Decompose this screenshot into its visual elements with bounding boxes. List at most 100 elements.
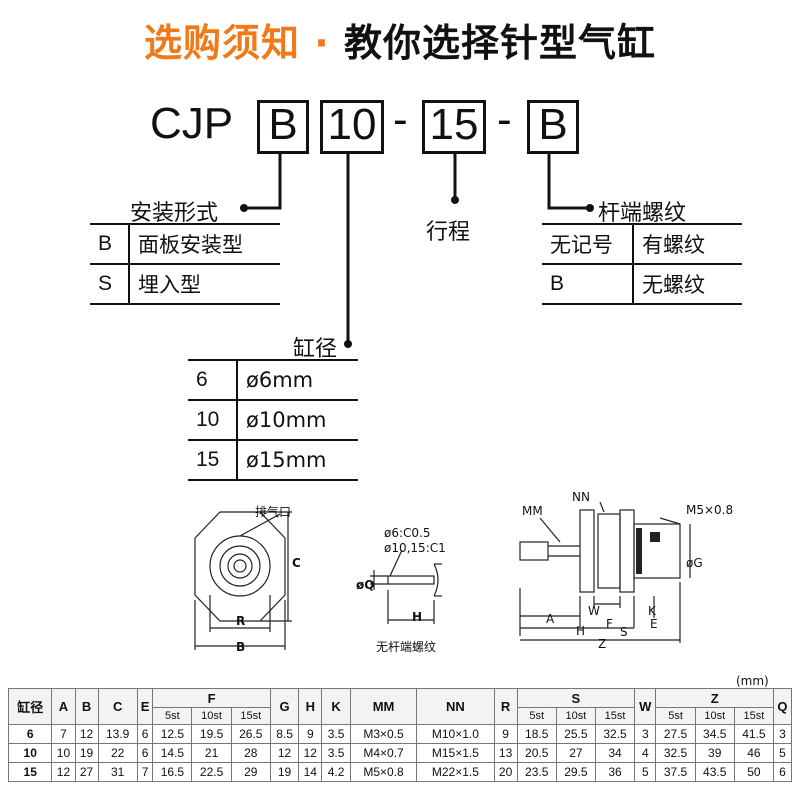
table-row: 6 ø6mm <box>188 359 358 401</box>
connector-lines <box>240 152 594 348</box>
rod-end-drawing <box>370 550 442 624</box>
table-cell: 19 <box>74 743 99 763</box>
bore-desc: ø15mm <box>237 439 358 481</box>
dim-f-label: F <box>606 617 613 631</box>
table-cell: 12 <box>51 762 76 782</box>
table-cell: 28 <box>230 743 271 763</box>
bore-desc: ø10mm <box>237 399 358 441</box>
mounting-code: S <box>90 263 130 305</box>
table-cell: 10 <box>7 743 53 763</box>
table-cell: 46 <box>733 743 774 763</box>
table-cell: 27 <box>555 743 596 763</box>
table-cell: 29 <box>230 762 271 782</box>
dim-a-label: A <box>546 612 555 626</box>
table-row: B 无螺纹 <box>542 263 742 305</box>
table-cell: 6 <box>136 724 154 744</box>
table-cell: 26.5 <box>230 724 271 744</box>
dim-r-label: R <box>236 614 246 628</box>
col-header: R <box>493 688 518 725</box>
mount-code-box: B <box>257 100 309 154</box>
mounting-table: B 面板安装型 S 埋入型 <box>90 223 280 305</box>
table-cell: 32.5 <box>655 743 696 763</box>
col-header: H <box>298 688 323 725</box>
mounting-desc: 面板安装型 <box>129 223 280 265</box>
col-header: 缸径 <box>7 688 53 725</box>
table-cell: 27.5 <box>655 724 696 744</box>
table-cell: 31 <box>97 762 138 782</box>
sub-header: 15st <box>733 707 774 725</box>
table-cell: 34 <box>594 743 636 763</box>
col-header: A <box>51 688 76 725</box>
table-cell: 41.5 <box>733 724 774 744</box>
table-cell: 3.5 <box>321 743 351 763</box>
table-cell: 22 <box>97 743 138 763</box>
table-row: B 面板安装型 <box>90 223 280 265</box>
table-cell: 19.5 <box>191 724 232 744</box>
bore-desc: ø6mm <box>237 359 358 401</box>
table-cell: 8.5 <box>269 724 300 744</box>
table-cell: 12 <box>74 724 99 744</box>
col-header: Z <box>655 688 774 708</box>
table-cell: 4 <box>634 743 657 763</box>
col-header: F <box>152 688 271 708</box>
table-cell: 12 <box>269 743 300 763</box>
dim-g-label: øG <box>686 556 703 570</box>
dim-c-label: C <box>292 556 301 570</box>
col-header: B <box>74 688 99 725</box>
table-cell: 12 <box>298 743 323 763</box>
table-cell: 4.2 <box>321 762 351 782</box>
dim-mm-label: MM <box>522 504 543 518</box>
table-cell: 23.5 <box>516 762 557 782</box>
sub-header: 5st <box>516 707 557 725</box>
table-cell: 13 <box>493 743 518 763</box>
col-header: Q <box>772 688 793 725</box>
model-prefix: CJP <box>150 99 234 148</box>
table-header-row: 缸径 A B C E F G H K MM NN R S W Z Q <box>7 688 793 725</box>
table-cell: 39 <box>694 743 735 763</box>
col-header: K <box>321 688 351 725</box>
table-cell: 13.9 <box>97 724 138 744</box>
table-cell: 9 <box>298 724 323 744</box>
table-cell: 14.5 <box>152 743 193 763</box>
col-header: E <box>136 688 154 725</box>
dim-b-label: B <box>236 640 246 654</box>
bore-table: 6 ø6mm 10 ø10mm 15 ø15mm <box>188 359 358 481</box>
table-cell: M5×0.8 <box>349 762 418 782</box>
table-cell: 7 <box>51 724 76 744</box>
table-cell: 43.5 <box>694 762 735 782</box>
table-cell: 14 <box>298 762 323 782</box>
table-cell: 32.5 <box>594 724 636 744</box>
table-cell: 6 <box>772 762 793 782</box>
table-cell: 20.5 <box>516 743 557 763</box>
rod-end-code: 无记号 <box>542 223 634 265</box>
table-cell: 3 <box>634 724 657 744</box>
mounting-label: 安装形式 <box>130 201 219 226</box>
bore-label: 缸径 <box>293 337 338 362</box>
table-cell: 36 <box>594 762 636 782</box>
unit-label: (mm) <box>736 674 769 688</box>
table-cell: 20 <box>493 762 518 782</box>
dim-q-label: øQ <box>356 578 375 592</box>
rod-end-desc: 无螺纹 <box>633 263 742 305</box>
table-cell: 6 <box>7 724 53 744</box>
table-row: 15 ø15mm <box>188 439 358 481</box>
table-cell: M15×1.5 <box>416 743 495 763</box>
table-cell: 15 <box>7 762 53 782</box>
table-cell: 34.5 <box>694 724 735 744</box>
stroke-label: 行程 <box>426 220 471 245</box>
col-header: W <box>634 688 657 725</box>
page-title: 选购须知 · 教你选择针型气缸 <box>144 21 656 65</box>
front-view-drawing <box>194 511 292 650</box>
table-cell: M3×0.5 <box>349 724 418 744</box>
bore-code: 10 <box>188 399 238 441</box>
table-cell: 19 <box>269 762 300 782</box>
table-cell: 5 <box>772 743 793 763</box>
table-cell: M4×0.7 <box>349 743 418 763</box>
bore-code: 15 <box>188 439 238 481</box>
table-cell: 25.5 <box>555 724 596 744</box>
table-cell: 7 <box>136 762 154 782</box>
rod-end-desc: 有螺纹 <box>633 223 742 265</box>
sub-header: 10st <box>694 707 735 725</box>
table-cell: 22.5 <box>191 762 232 782</box>
